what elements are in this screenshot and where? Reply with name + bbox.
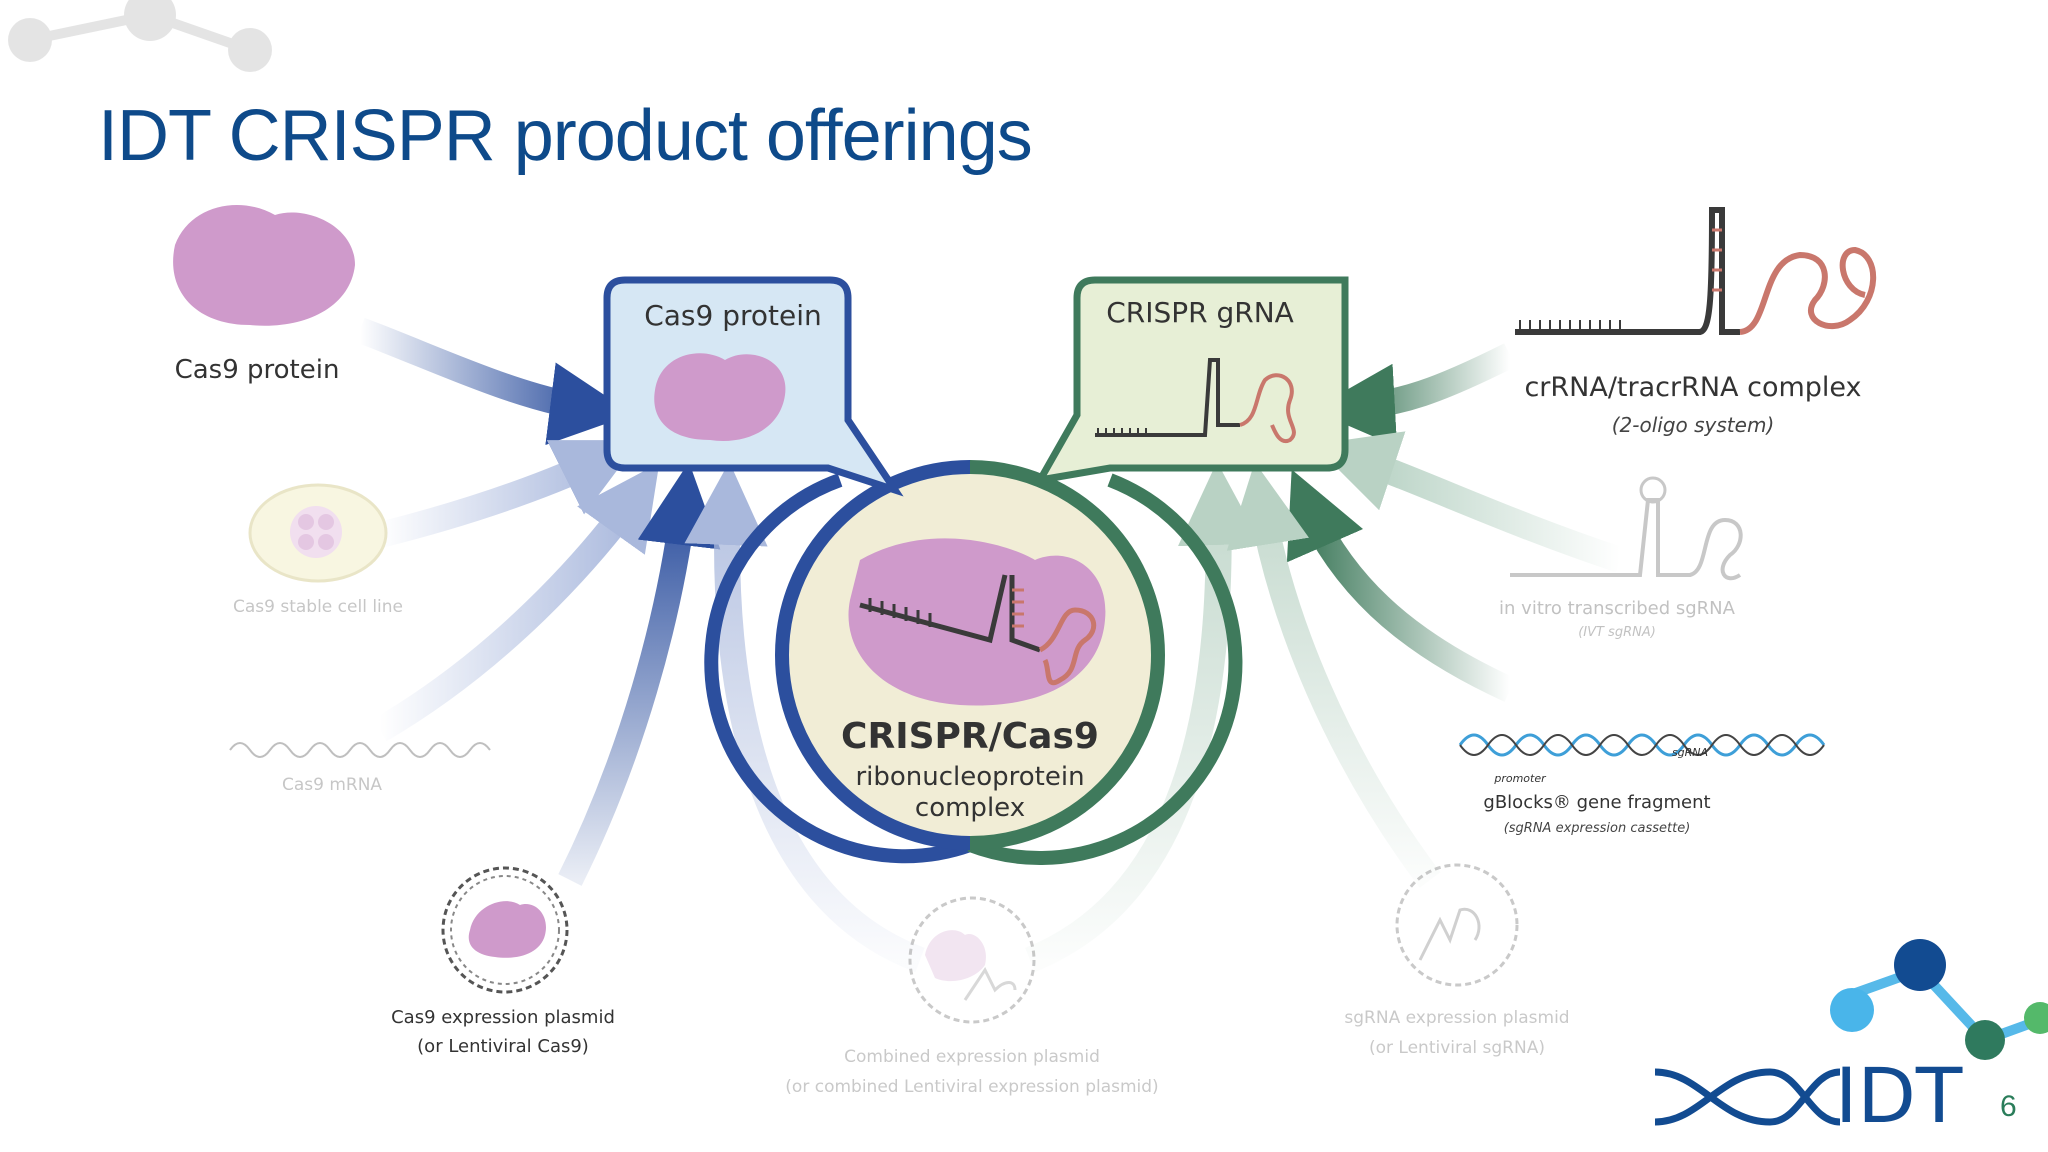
decorative-molecule-icon — [8, 0, 272, 72]
grna-box-title: CRISPR gRNA — [1106, 296, 1294, 329]
ivt-sgrna-icon — [1510, 498, 1743, 581]
cas9-box-protein-icon — [654, 353, 786, 441]
crrna-icon — [1515, 207, 1740, 335]
protein-icon — [173, 205, 355, 326]
page-number: 6 — [2000, 1090, 2017, 1123]
molecule-icon — [1830, 939, 2048, 1060]
combined-plasmid-label-1: Combined expression plasmid — [844, 1047, 1100, 1067]
cas9-plasmid-label-2: (or Lentiviral Cas9) — [417, 1036, 589, 1057]
cas9-box-title: Cas9 protein — [644, 299, 822, 332]
gblocks-label-2: (sgRNA expression cassette) — [1504, 821, 1691, 836]
source-crrna-tracrrna: crRNA/tracrRNA complex (2-oligo system) — [1515, 207, 1877, 437]
arrow-crrna-to-box — [1311, 343, 1516, 447]
sgrna-plasmid-label-2: (or Lentiviral sgRNA) — [1369, 1038, 1545, 1058]
grna-box-rna-icon — [1095, 358, 1296, 444]
promoter-label: promoter — [1493, 772, 1547, 785]
plasmid-icon — [441, 866, 569, 994]
complex-line1: ribonucleoprotein — [855, 762, 1084, 792]
source-cas9-protein: Cas9 protein — [173, 205, 355, 385]
guide-rna-icon — [859, 574, 1097, 685]
dna-helix-icon — [1458, 733, 1826, 757]
arrow-plasmid-to-box — [558, 461, 721, 886]
cas9-protein-icon — [848, 538, 1106, 706]
mrna-label: Cas9 mRNA — [282, 775, 382, 795]
source-combined-plasmid: Combined expression plasmid (or combined… — [785, 896, 1159, 1097]
cas9-box: Cas9 protein — [603, 276, 904, 497]
ivt-label-2: (IVT sgRNA) — [1578, 625, 1656, 640]
arrow-sgplasmid-to-box — [1226, 462, 1441, 888]
idt-logo: IDT — [1654, 939, 2048, 1140]
cas9-plasmid-label-1: Cas9 expression plasmid — [391, 1007, 615, 1028]
helix-icon — [1654, 1068, 1841, 1126]
source-ivt-sgrna: in vitro transcribed sgRNA (IVT sgRNA) — [1499, 476, 1743, 640]
stable-cell-line-label: Cas9 stable cell line — [233, 597, 403, 617]
source-mrna: Cas9 mRNA — [229, 742, 491, 795]
complex-title: CRISPR/Cas9 — [841, 716, 1099, 757]
rnp-complex: CRISPR/Cas9 ribonucleoprotein complex — [704, 460, 1243, 865]
sgrna-label: sgRNA — [1672, 746, 1708, 759]
gblocks-label-1: gBlocks® gene fragment — [1483, 792, 1710, 813]
source-stable-cell-line: Cas9 stable cell line — [233, 483, 403, 617]
sgrna-plasmid-label-1: sgRNA expression plasmid — [1344, 1008, 1569, 1028]
slide-title: IDT CRISPR product offerings — [98, 96, 1033, 176]
ivt-label-1: in vitro transcribed sgRNA — [1499, 598, 1736, 619]
mrna-icon — [229, 742, 491, 758]
arrow-mrna-to-box — [373, 462, 660, 742]
source-gblocks: promoter sgRNA gBlocks® gene fragment (s… — [1458, 733, 1826, 836]
arrow-gblocks-to-box — [1286, 469, 1516, 702]
combined-plasmid-icon — [908, 896, 1036, 1024]
crrna-label-2: (2-oligo system) — [1612, 413, 1775, 437]
source-sgrna-plasmid: sgRNA expression plasmid (or Lentiviral … — [1344, 863, 1570, 1058]
crrna-label-1: crRNA/tracrRNA complex — [1524, 372, 1861, 403]
complex-line2: complex — [915, 793, 1025, 823]
idt-logo-text: IDT — [1835, 1051, 1963, 1140]
arrow-protein-to-box — [355, 317, 634, 446]
source-cas9-plasmid: Cas9 expression plasmid (or Lentiviral C… — [391, 866, 615, 1057]
cas9-protein-label: Cas9 protein — [175, 355, 340, 385]
combined-plasmid-label-2: (or combined Lentiviral expression plasm… — [785, 1077, 1158, 1097]
arrow-ivt-to-box — [1313, 431, 1625, 573]
grna-box: CRISPR gRNA — [1033, 276, 1349, 485]
arrow-cellline-to-box — [376, 440, 640, 548]
sgrna-plasmid-icon — [1395, 863, 1519, 987]
